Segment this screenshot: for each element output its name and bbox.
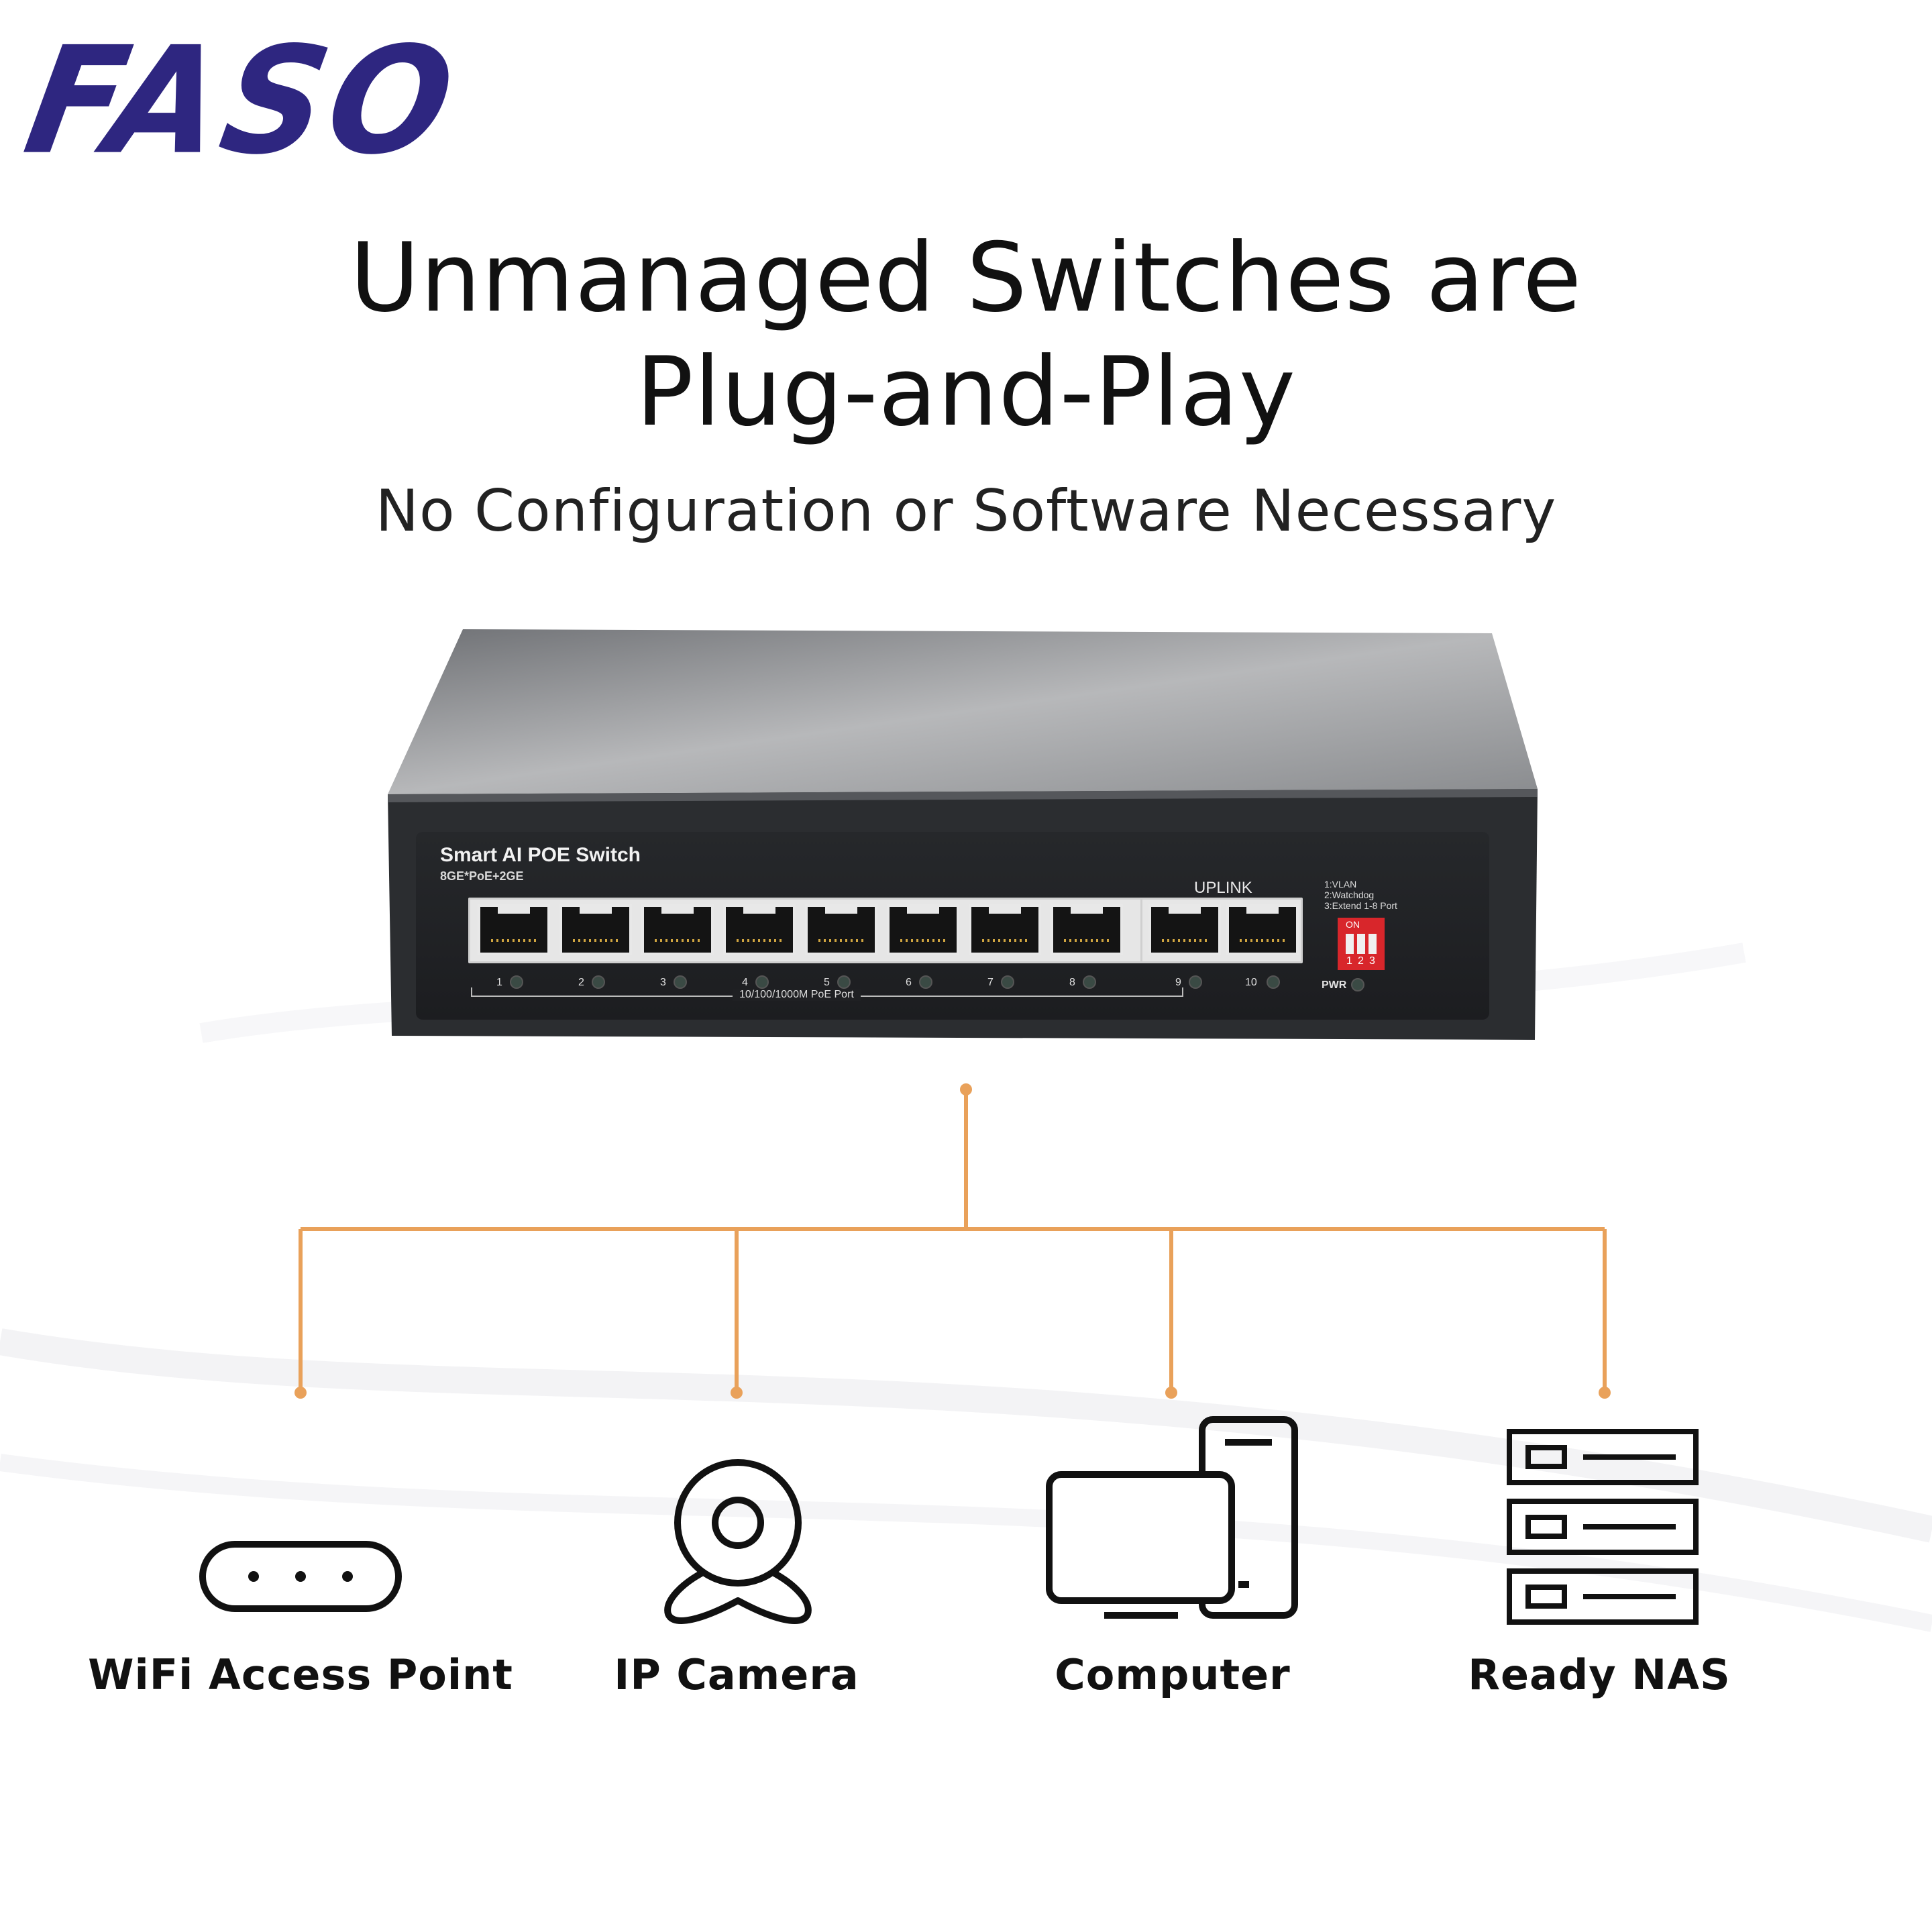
rj45-port	[805, 904, 877, 955]
port-number: 2	[578, 977, 584, 988]
device-label-nas: Ready NAS	[1468, 1650, 1731, 1699]
port-number: 9	[1175, 977, 1181, 988]
device-label-wifi: WiFi Access Point	[88, 1650, 513, 1699]
switch-port-spec: 8GE*PoE+2GE	[440, 869, 524, 883]
headline-line-2: Plug-and-Play	[636, 337, 1296, 447]
dip-legend: 1:VLAN 2:Watchdog 3:Extend 1-8 Port	[1324, 879, 1397, 911]
dip-switch: ON 1 2 3	[1338, 918, 1385, 970]
brand-logo: FASO	[14, 15, 469, 187]
port-led	[1001, 975, 1014, 989]
computer-icon	[1046, 1416, 1298, 1619]
webcam-icon	[664, 1459, 812, 1624]
wifi-access-point-icon	[199, 1541, 402, 1612]
port-led	[674, 975, 687, 989]
dip-toggle	[1368, 934, 1377, 954]
rj45-port	[887, 904, 959, 955]
rj45-port	[559, 904, 632, 955]
node-dot	[960, 1083, 972, 1095]
power-led	[1351, 978, 1364, 991]
dip-number: 2	[1358, 955, 1364, 967]
node-dot	[1599, 1387, 1611, 1399]
port-led	[1083, 975, 1096, 989]
port-number: 5	[824, 977, 830, 988]
port-led	[755, 975, 769, 989]
rj45-uplink-port	[1226, 904, 1299, 955]
rj45-port	[969, 904, 1041, 955]
rj45-port	[641, 904, 714, 955]
headline-line-1: Unmanaged Switches are	[350, 223, 1582, 333]
dip-legend-line: 3:Extend 1-8 Port	[1324, 900, 1397, 911]
dip-toggle	[1346, 934, 1354, 954]
dip-legend-line: 2:Watchdog	[1324, 890, 1375, 900]
dip-number: 1	[1346, 955, 1352, 967]
port-number: 4	[742, 977, 748, 988]
port-number: 10	[1245, 977, 1257, 988]
uplink-label: UPLINK	[1194, 879, 1252, 897]
pwr-label: PWR	[1322, 979, 1347, 991]
rj45-port	[723, 904, 796, 955]
port-number: 7	[987, 977, 994, 988]
node-dot	[731, 1387, 743, 1399]
port-led	[919, 975, 932, 989]
rj45-uplink-port	[1148, 904, 1221, 955]
dip-legend-line: 1:VLAN	[1324, 879, 1357, 890]
port-number: 6	[906, 977, 912, 988]
poe-port-label: 10/100/1000M PoE Port	[733, 989, 861, 1001]
node-dot	[294, 1387, 307, 1399]
port-led	[592, 975, 605, 989]
logo-wordmark: FASO	[14, 14, 470, 188]
node-dot	[1165, 1387, 1177, 1399]
rj45-port	[1051, 904, 1123, 955]
device-label-camera: IP Camera	[614, 1650, 859, 1699]
port-led	[1189, 975, 1202, 989]
server-rack-icon	[1507, 1429, 1699, 1625]
headline: Unmanaged Switches are Plug-and-Play	[134, 221, 1798, 449]
port-led	[510, 975, 523, 989]
device-label-computer: Computer	[1055, 1650, 1291, 1699]
port-number: 1	[496, 977, 502, 988]
dip-on-label: ON	[1346, 919, 1360, 930]
dip-toggle	[1357, 934, 1365, 954]
port-led	[1267, 975, 1280, 989]
port-number: 8	[1069, 977, 1075, 988]
subheadline: No Configuration or Software Necessary	[375, 478, 1557, 545]
poe-switch-device: Smart AI POE Switch 8GE*PoE+2GE UPLINK 1…	[384, 628, 1538, 1044]
switch-model-title: Smart AI POE Switch	[440, 844, 641, 866]
port-led	[837, 975, 851, 989]
port-number: 3	[660, 977, 666, 988]
dip-number: 3	[1369, 955, 1375, 967]
rj45-port	[478, 904, 550, 955]
